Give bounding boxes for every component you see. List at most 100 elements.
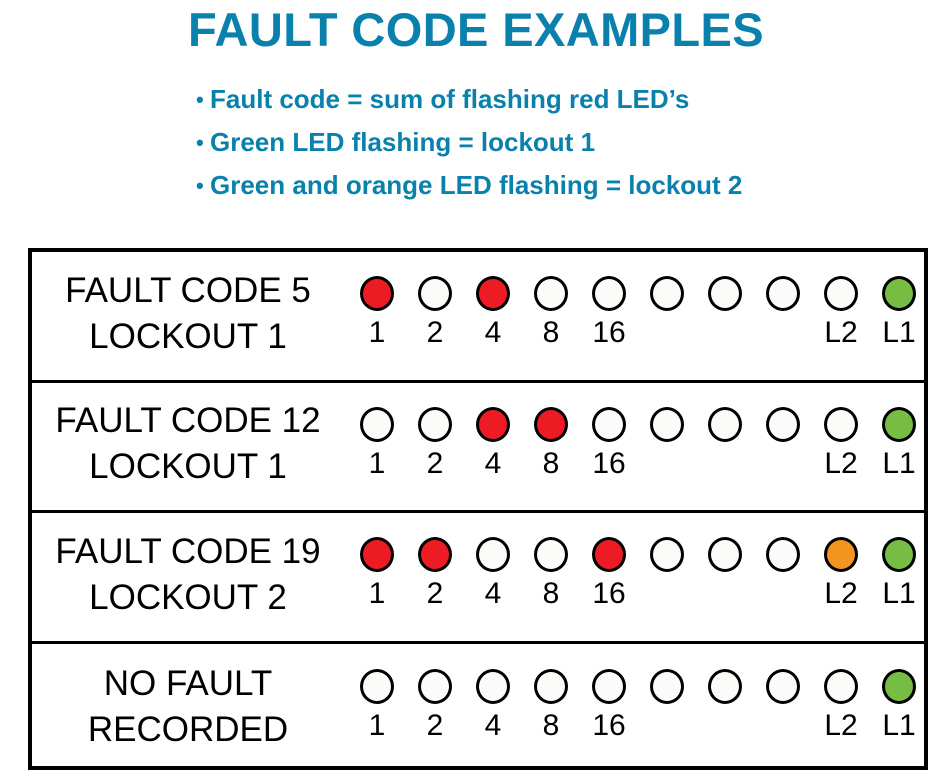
led-indicator-off	[476, 669, 510, 705]
led-cell	[638, 669, 696, 742]
led-cell: L1	[870, 406, 928, 480]
led-indicator-off	[592, 276, 626, 312]
led-caption: 8	[542, 316, 560, 350]
led-indicator-off	[708, 276, 742, 312]
led-caption: 1	[368, 316, 386, 350]
fault-code-line2: LOCKOUT 1	[89, 316, 287, 356]
led-caption: 4	[484, 709, 502, 743]
fault-code-line2: LOCKOUT 1	[89, 447, 287, 487]
fault-code-line1: FAULT CODE 5	[65, 270, 311, 310]
led-cell	[696, 276, 754, 349]
led-indicator-red	[360, 276, 394, 312]
led-indicator-off	[360, 669, 394, 705]
led-cell: 1	[348, 276, 406, 349]
bullet-item-label: Fault code = sum of flashing red LED’s	[210, 84, 690, 114]
led-cell: 16	[580, 537, 638, 610]
led-indicator-off	[824, 669, 858, 705]
led-indicator-red	[476, 276, 510, 312]
led-cell: 2	[406, 406, 464, 480]
led-cell: 4	[464, 669, 522, 742]
fault-code-line2: LOCKOUT 2	[89, 577, 287, 617]
led-cell	[696, 669, 754, 742]
led-caption: 8	[542, 709, 560, 743]
led-caption: 4	[484, 446, 502, 480]
led-cell: L2	[812, 276, 870, 349]
led-cell: 4	[464, 406, 522, 480]
led-caption: 16	[592, 446, 626, 480]
led-cell: L2	[812, 669, 870, 742]
led-cell: 8	[522, 669, 580, 742]
led-indicator-red	[476, 406, 510, 442]
fault-code-line1: FAULT CODE 12	[55, 401, 321, 441]
led-cell	[696, 406, 754, 480]
led-cell	[754, 276, 812, 349]
led-caption: 16	[592, 577, 626, 611]
led-caption: 1	[368, 577, 386, 611]
led-indicator-off	[592, 406, 626, 442]
led-cell	[638, 276, 696, 349]
led-indicator-off	[650, 669, 684, 705]
led-indicator-green	[882, 276, 916, 312]
led-cell: 4	[464, 537, 522, 610]
led-indicator-red	[360, 537, 394, 573]
led-cell: 16	[580, 406, 638, 480]
led-caption: L2	[824, 446, 858, 480]
led-cell: L1	[870, 276, 928, 349]
bullet-item: • Green LED flashing = lockout 1	[196, 121, 896, 164]
led-cell: 1	[348, 406, 406, 480]
led-indicator-off	[824, 276, 858, 312]
led-indicator-off	[766, 406, 800, 442]
led-cell: 2	[406, 537, 464, 610]
bullet-item-label: Green and orange LED flashing = lockout …	[210, 170, 743, 200]
led-caption: 8	[542, 446, 560, 480]
led-indicator-off	[418, 276, 452, 312]
led-cell	[754, 669, 812, 742]
led-indicator-off	[650, 406, 684, 442]
fault-code-label: FAULT CODE 12 LOCKOUT 1	[32, 398, 348, 490]
led-caption: 1	[368, 709, 386, 743]
led-indicator-red	[592, 537, 626, 573]
page-title: FAULT CODE EXAMPLES	[188, 3, 764, 56]
led-cell: 16	[580, 669, 638, 742]
led-indicator-off	[360, 406, 394, 442]
led-caption: L1	[882, 709, 916, 743]
led-indicator-off	[766, 669, 800, 705]
led-caption: L2	[824, 709, 858, 743]
led-cell	[638, 537, 696, 610]
led-indicator-off	[534, 669, 568, 705]
led-cell: 2	[406, 669, 464, 742]
led-indicator-off	[824, 406, 858, 442]
led-cell: L1	[870, 537, 928, 610]
led-caption: 2	[426, 446, 444, 480]
led-cell: L2	[812, 406, 870, 480]
fault-code-label: FAULT CODE 19 LOCKOUT 2	[32, 529, 348, 621]
bullet-dot-icon: •	[196, 87, 204, 112]
led-indicator-off	[708, 669, 742, 705]
led-cell: 4	[464, 276, 522, 349]
fault-code-label: FAULT CODE 5 LOCKOUT 1	[32, 268, 348, 360]
led-caption: 8	[542, 577, 560, 611]
led-cell: 8	[522, 537, 580, 610]
led-caption: 16	[592, 316, 626, 350]
led-indicator-off	[418, 406, 452, 442]
led-indicator-off	[708, 406, 742, 442]
led-indicator-off	[476, 537, 510, 573]
led-caption: 16	[592, 709, 626, 743]
led-caption: 4	[484, 316, 502, 350]
led-indicator-off	[592, 669, 626, 705]
led-cell: L1	[870, 669, 928, 742]
led-bank: 1 2 4 8 16 L2 L1	[348, 406, 928, 480]
led-cell	[638, 406, 696, 480]
led-cell	[754, 537, 812, 610]
bullet-dot-icon: •	[196, 130, 204, 155]
bullet-item-label: Green LED flashing = lockout 1	[210, 127, 596, 157]
led-indicator-green	[882, 537, 916, 573]
led-caption: 2	[426, 316, 444, 350]
led-cell: 8	[522, 406, 580, 480]
led-caption: 1	[368, 446, 386, 480]
